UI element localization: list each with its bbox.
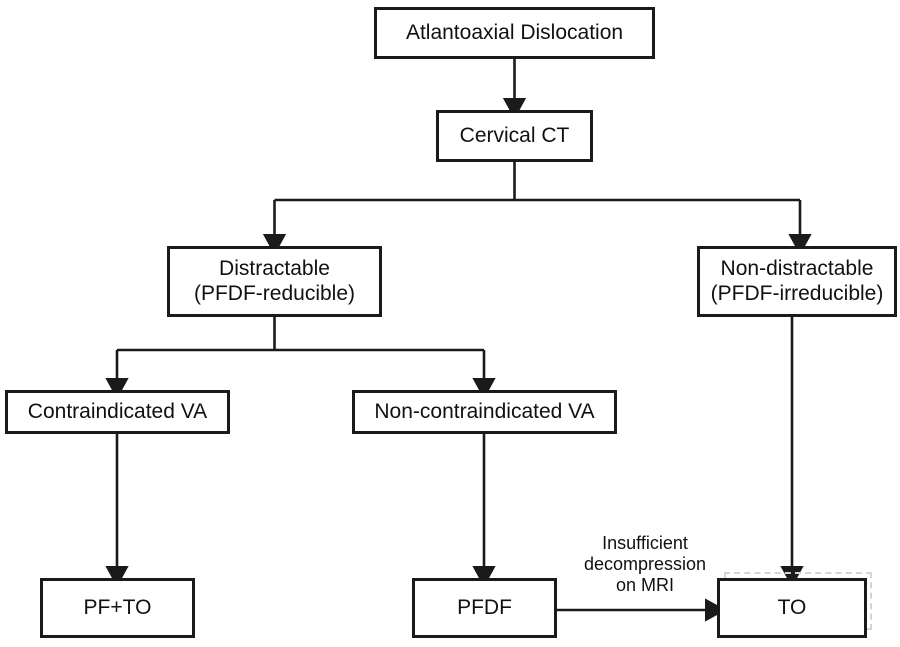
edge-label-insufficient-decompression-on-mri: Insufficient decompression on MRI [583, 533, 707, 596]
node-non-distractable[interactable]: Non-distractable (PFDF-irreducible) [697, 246, 897, 317]
node-label: Atlantoaxial Dislocation [405, 20, 624, 44]
node-label: PFDF [457, 595, 512, 619]
node-cervical-ct[interactable]: Cervical CT [436, 110, 593, 162]
node-pf-plus-to[interactable]: PF+TO [40, 578, 195, 638]
node-distractable[interactable]: Distractable (PFDF-reducible) [167, 246, 382, 317]
node-non-contraindicated-va[interactable]: Non-contraindicated VA [352, 390, 617, 434]
node-label: PF+TO [83, 595, 152, 619]
node-label: Cervical CT [459, 123, 570, 147]
node-label: Distractable (PFDF-reducible) [193, 256, 356, 305]
node-label: TO [777, 595, 807, 619]
node-label: Contraindicated VA [27, 399, 208, 423]
node-label: Non-distractable (PFDF-irreducible) [710, 256, 884, 305]
node-to[interactable]: TO [717, 578, 867, 638]
node-contraindicated-va[interactable]: Contraindicated VA [5, 390, 230, 434]
node-label: Non-contraindicated VA [374, 399, 595, 423]
node-pfdf[interactable]: PFDF [412, 578, 557, 638]
node-atlantoaxial-dislocation[interactable]: Atlantoaxial Dislocation [374, 7, 655, 59]
